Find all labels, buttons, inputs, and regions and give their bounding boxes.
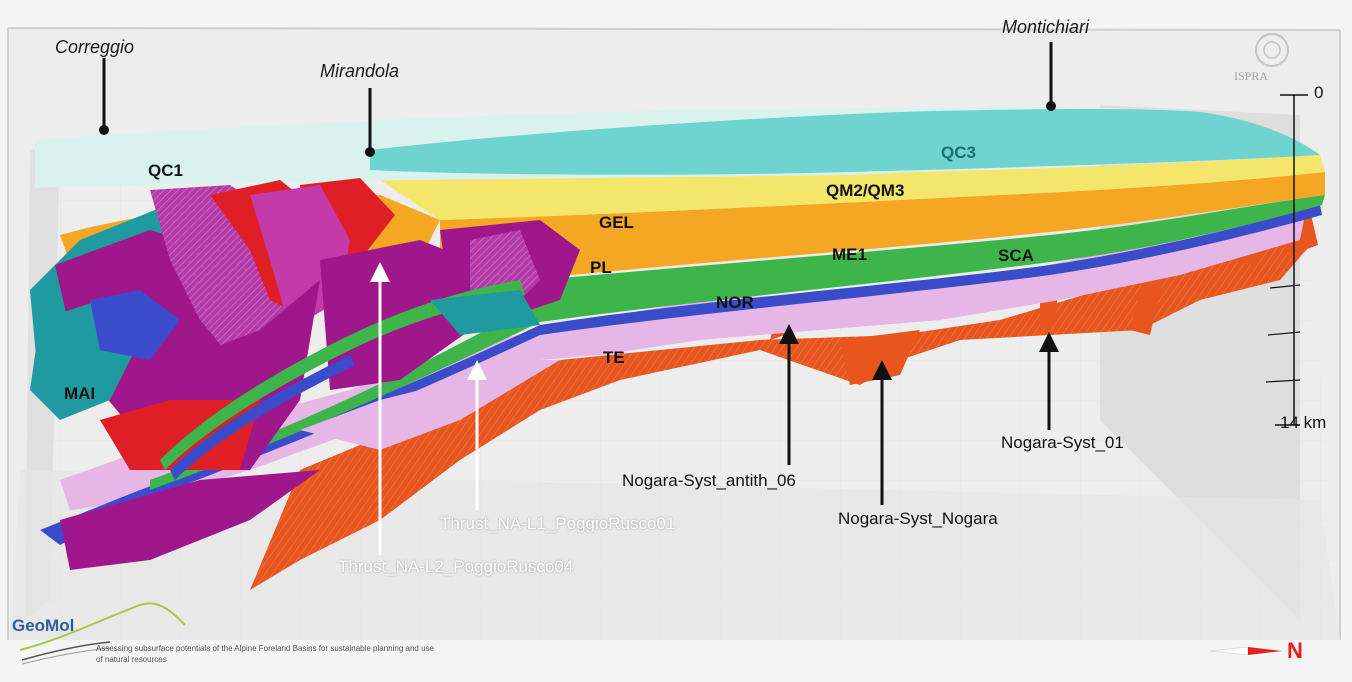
unit-label-nor: NOR [716, 293, 754, 312]
depth-scale-top-label: 0 [1314, 83, 1324, 102]
fault-arrows [370, 262, 1059, 555]
location-label-montichiari: Montichiari [1002, 17, 1090, 37]
unit-label-te: TE [603, 348, 625, 367]
unit-me1-layer [150, 195, 1325, 490]
location-label-correggio: Correggio [55, 37, 135, 57]
thrust-zone [30, 178, 580, 570]
fault-label-nogara-antith: Nogara-Syst_antith_06 [622, 471, 796, 490]
unit-label-qm2-qm3: QM2/QM3 [826, 181, 905, 200]
location-label-mirandola: Mirandola [320, 61, 400, 81]
fault-label-nogara-nogara: Nogara-Syst_Nogara [838, 509, 998, 528]
ispra-logo-text: ISPRA [1234, 69, 1269, 83]
unit-label-qc1: QC1 [148, 161, 183, 180]
unit-label-qc3: QC3 [941, 143, 976, 162]
location-pins [99, 42, 1056, 157]
fault-label-thrust-l1: Thrust_NA-L1_PoggioRusco01 [440, 514, 676, 533]
geomol-logo-text: GeoMol [12, 616, 75, 635]
depth-scale-bottom-label: 14 km [1280, 413, 1327, 432]
unit-label-pl: PL [590, 258, 612, 277]
north-arrow-icon [1209, 646, 1282, 656]
unit-qc-layers [35, 107, 1320, 188]
fault-label-nogara-01: Nogara-Syst_01 [1001, 433, 1124, 452]
unit-qm-layer [380, 155, 1325, 220]
unit-label-mai: MAI [64, 384, 96, 403]
ispra-emblem-icon [1255, 33, 1289, 67]
geomol-logo-icon [19, 602, 186, 665]
geomol-tagline: Assessing subsurface potentials of the A… [96, 644, 434, 664]
north-label: N [1287, 638, 1303, 663]
unit-label-sca: SCA [998, 246, 1034, 265]
unit-label-me1: ME1 [832, 245, 867, 264]
fault-label-thrust-l2: Thrust_NA-L2_PoggioRusco04 [338, 557, 574, 576]
unit-label-gel: GEL [599, 213, 634, 232]
depth-scale [1265, 94, 1308, 426]
